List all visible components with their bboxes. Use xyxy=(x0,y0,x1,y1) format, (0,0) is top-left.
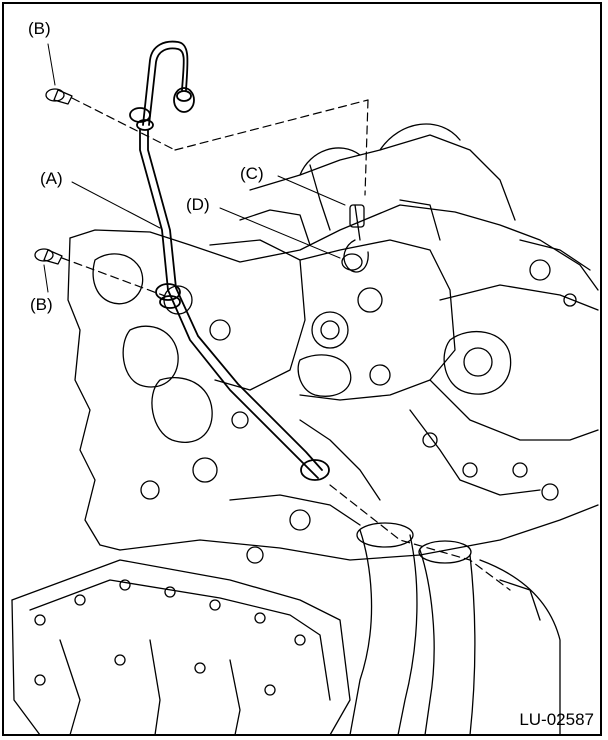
label-a: (A) xyxy=(40,169,63,188)
oil-pipe xyxy=(129,40,330,481)
coolant-hoses xyxy=(349,522,561,736)
dashed-guides xyxy=(61,97,511,591)
label-b-left: (B) xyxy=(30,295,53,314)
callout-leaders xyxy=(43,43,346,293)
bolt-b-top xyxy=(45,88,73,105)
diagram-frame xyxy=(2,2,602,736)
bolt-b-left xyxy=(34,248,63,265)
oil-pan xyxy=(11,559,351,736)
label-b-top: (B) xyxy=(28,19,51,38)
label-c: (C) xyxy=(240,164,264,183)
engine-block xyxy=(67,123,599,564)
figure-code: LU-02587 xyxy=(519,710,594,729)
connector-c-d xyxy=(341,204,369,273)
label-d: (D) xyxy=(186,195,210,214)
